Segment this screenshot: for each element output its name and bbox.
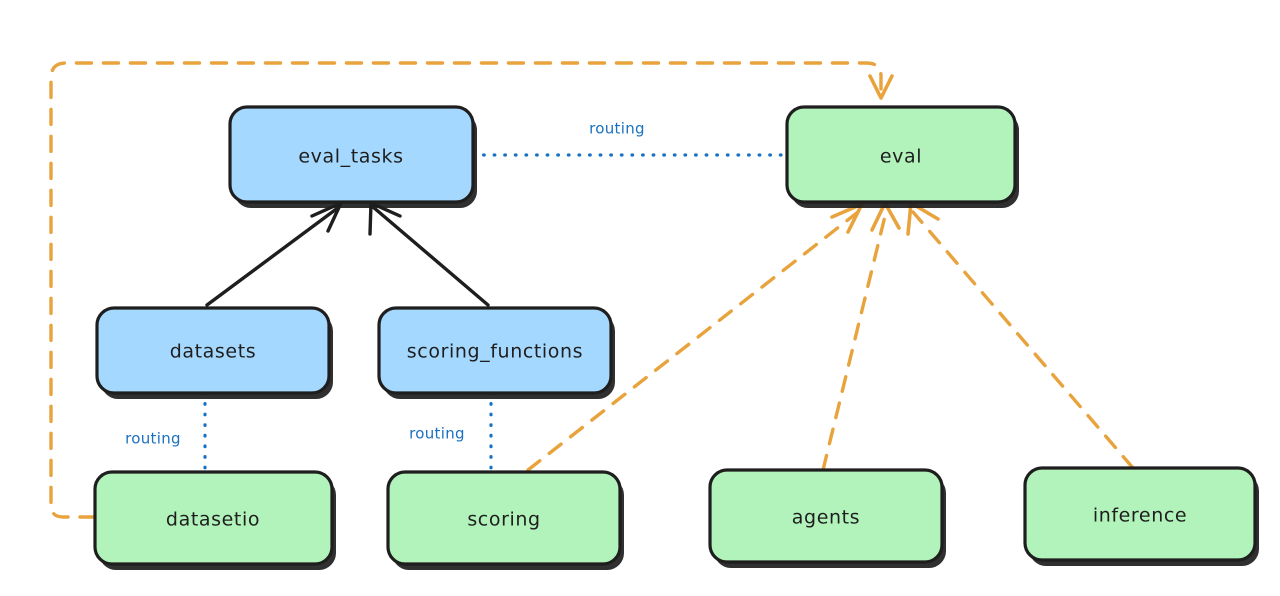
node-scoring_functions[interactable]: scoring_functions <box>377 306 615 399</box>
node-scoring[interactable]: scoring <box>386 470 624 570</box>
edge-inference-to-eval <box>906 201 1135 470</box>
routing-edges <box>203 153 789 474</box>
arrowhead-eval-top <box>868 74 894 100</box>
node-label-scoring: scoring <box>467 509 540 531</box>
node-datasets[interactable]: datasets <box>95 306 333 399</box>
node-surface <box>377 306 613 395</box>
node-surface <box>93 470 334 566</box>
node-label-inference: inference <box>1093 505 1187 527</box>
node-surface <box>386 470 622 566</box>
node-label-agents: agents <box>792 507 860 529</box>
edge-scoring_functions-to-eval_tasks <box>368 201 490 307</box>
edge-datasetio-to-eval <box>49 61 894 519</box>
node-eval_tasks[interactable]: eval_tasks <box>228 105 477 208</box>
edge-label-routing-scoring_functions-scoring: routing <box>409 425 465 443</box>
node-label-eval_tasks: eval_tasks <box>298 146 403 168</box>
node-surface <box>95 306 331 395</box>
node-label-scoring_functions: scoring_functions <box>407 341 583 363</box>
node-inference[interactable]: inference <box>1023 466 1259 566</box>
edge-labels-layer: routing routing routing <box>125 120 645 448</box>
node-agents[interactable]: agents <box>708 468 946 568</box>
hierarchy-edges <box>205 201 490 307</box>
edge-label-routing-eval_tasks-eval: routing <box>589 120 645 138</box>
node-surface <box>785 105 1017 204</box>
node-label-eval: eval <box>880 146 922 168</box>
nodes-layer: eval_tasks eval datasets scoring_functio… <box>93 105 1259 570</box>
node-surface <box>708 468 944 564</box>
node-eval[interactable]: eval <box>785 105 1019 208</box>
edge-label-routing-datasets-datasetio: routing <box>125 430 181 448</box>
dependency-edges <box>49 61 1135 519</box>
node-surface <box>1023 466 1257 562</box>
edge-agents-to-eval <box>821 201 901 472</box>
node-label-datasetio: datasetio <box>166 509 260 531</box>
edge-datasets-to-eval_tasks <box>205 201 343 307</box>
node-surface <box>228 105 475 204</box>
node-label-datasets: datasets <box>170 341 257 363</box>
node-datasetio[interactable]: datasetio <box>93 470 336 570</box>
